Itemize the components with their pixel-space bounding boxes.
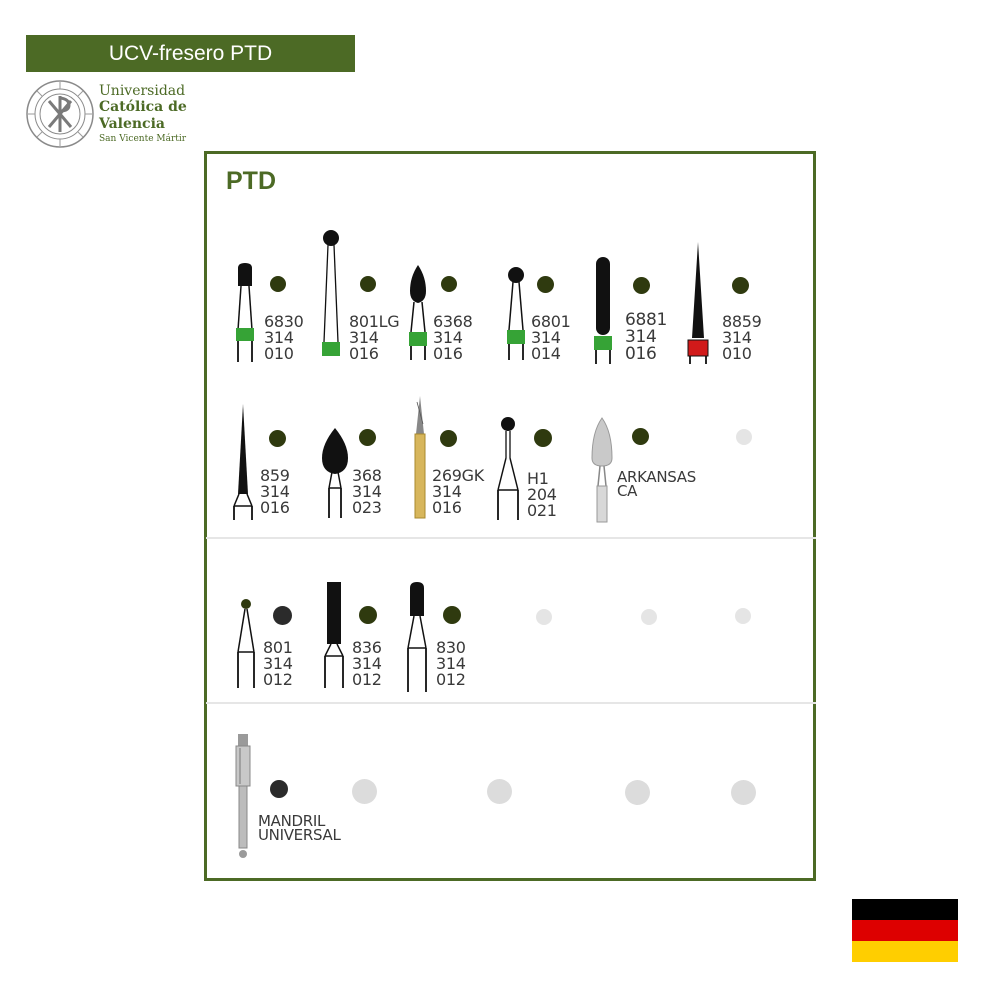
empty-slot-dot — [487, 779, 512, 804]
flag-stripe-gold — [852, 941, 958, 962]
bur-836-icon — [324, 582, 344, 688]
empty-slot-dot — [731, 780, 756, 805]
page-title: UCV-fresero PTD — [108, 42, 273, 65]
dot-marker — [732, 277, 749, 294]
section-divider — [206, 537, 816, 539]
germany-flag-icon — [852, 899, 958, 962]
bur-h1-icon — [497, 417, 519, 520]
empty-slot-dot — [736, 429, 752, 445]
bur-6801-icon — [507, 267, 525, 360]
dot-marker — [270, 276, 286, 292]
dot-marker — [534, 429, 552, 447]
university-logo: Universidad Católica de Valencia San Vic… — [25, 79, 200, 151]
page-title-banner: UCV-fresero PTD — [26, 35, 355, 72]
flag-stripe-black — [852, 899, 958, 920]
flag-stripe-red — [852, 920, 958, 941]
logo-wordmark: Universidad Católica de Valencia San Vic… — [99, 83, 229, 146]
bur-6368-icon — [409, 265, 427, 360]
empty-slot-dot — [352, 779, 377, 804]
bur-8859-icon — [687, 242, 709, 364]
dot-marker — [440, 430, 457, 447]
bur-830-icon — [407, 582, 427, 692]
dot-marker — [359, 606, 377, 624]
bur-801-icon — [237, 599, 255, 688]
bur-6830-icon — [236, 263, 254, 362]
dot-marker — [359, 429, 376, 446]
dot-marker — [273, 606, 292, 625]
dot-marker — [632, 428, 649, 445]
empty-slot-dot — [735, 608, 751, 624]
dot-marker — [443, 606, 461, 624]
empty-slot-dot — [625, 780, 650, 805]
dot-marker — [441, 276, 457, 292]
dot-marker — [633, 277, 650, 294]
logo-line-1: Universidad — [99, 83, 186, 99]
logo-line-4: San Vicente Mártir — [99, 134, 187, 144]
arkansas-stone-icon — [591, 417, 613, 523]
mandrel-icon — [235, 734, 251, 858]
panel-title: PTD — [226, 167, 276, 195]
dot-marker — [537, 276, 554, 293]
seal-icon — [26, 80, 94, 148]
section-divider — [206, 702, 816, 704]
dot-marker — [269, 430, 286, 447]
empty-slot-dot — [641, 609, 657, 625]
bur-368-icon — [322, 428, 348, 518]
bur-269gk-icon — [414, 396, 426, 519]
dot-marker — [360, 276, 376, 292]
empty-slot-dot — [536, 609, 552, 625]
bur-6881-icon — [594, 257, 612, 364]
dot-marker — [270, 780, 288, 798]
logo-line-2: Católica de — [99, 99, 187, 115]
bur-859-icon — [233, 404, 253, 520]
bur-801lg-icon — [322, 230, 340, 356]
logo-line-3: Valencia — [99, 116, 165, 132]
